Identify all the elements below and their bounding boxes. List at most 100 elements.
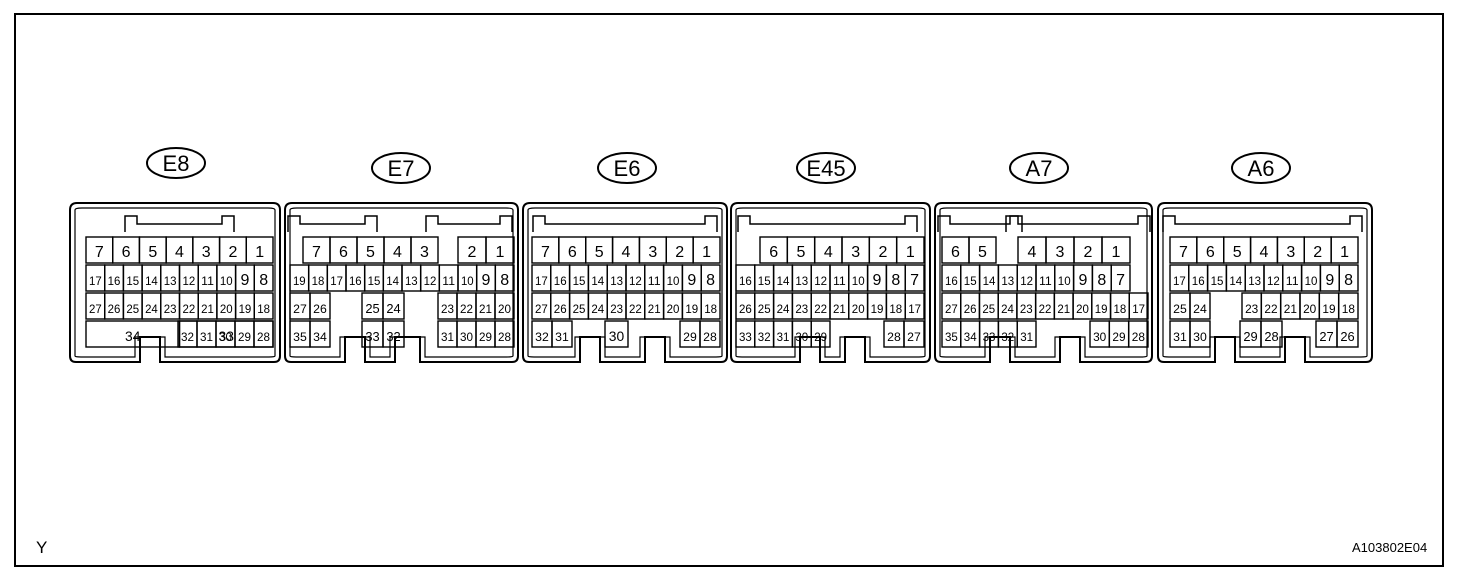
connector-label-ellipse — [371, 152, 431, 184]
pin-number: 22 — [182, 304, 195, 316]
pin-number: 26 — [108, 304, 121, 316]
pin-number: 24 — [591, 303, 604, 316]
pin-number: 29 — [479, 331, 492, 344]
pin-number: 26 — [1340, 329, 1354, 344]
pin-cell — [494, 264, 515, 292]
connector-housing — [284, 202, 519, 363]
pin-cell — [1260, 320, 1283, 348]
pin-number: 33 — [739, 331, 752, 344]
pin-number: 32 — [535, 330, 549, 344]
connector-latch — [124, 215, 235, 232]
pin-number: 20 — [852, 303, 865, 316]
pin-number: 17 — [908, 303, 921, 316]
pin-number: 27 — [907, 330, 921, 344]
pin-number: 12 — [1267, 275, 1280, 288]
pin-number: 2 — [1084, 244, 1093, 261]
pin-number: 6 — [339, 244, 348, 261]
pin-cell — [1128, 292, 1149, 320]
pin-cell — [1337, 292, 1359, 320]
pin-number: 15 — [758, 275, 771, 288]
pin-number: 8 — [891, 272, 900, 289]
pin-number: 5 — [366, 244, 375, 261]
pin-number: 29 — [814, 331, 827, 344]
connector-latch — [532, 215, 718, 232]
pin-number: 19 — [293, 276, 306, 288]
pin-number: 19 — [1095, 303, 1108, 316]
pin-number: 9 — [240, 272, 249, 289]
pin-number: 4 — [824, 244, 833, 261]
pin-number: 6 — [568, 244, 577, 261]
pin-number: 4 — [1260, 244, 1269, 261]
pin-cell — [1110, 264, 1131, 292]
pin-number: 9 — [1325, 272, 1334, 289]
pin-number: 7 — [312, 244, 321, 261]
connector-latch — [737, 215, 918, 232]
pin-number: 32 — [386, 329, 400, 344]
pin-number: 18 — [1114, 303, 1127, 316]
pin-number: 21 — [201, 304, 214, 316]
pin-number: 24 — [777, 303, 790, 316]
pin-number: 8 — [500, 272, 509, 289]
pin-number: 3 — [851, 244, 860, 261]
pin-number: 13 — [164, 276, 177, 288]
pin-number: 10 — [852, 275, 865, 288]
pin-number: 33 — [983, 331, 996, 344]
pin-number: 30 — [460, 331, 473, 344]
pin-number: 5 — [978, 244, 987, 261]
pin-number: 3 — [420, 244, 429, 261]
pin-number: 1 — [1340, 244, 1349, 261]
pin-number: 23 — [610, 303, 623, 316]
pin-number: 26 — [964, 303, 977, 316]
pin-number: 1 — [496, 244, 505, 261]
pin-number: 30 — [1193, 330, 1207, 344]
pin-number: 16 — [739, 275, 752, 288]
pin-number: 25 — [126, 304, 139, 316]
connector-housing-inner — [527, 207, 723, 358]
pin-number: 27 — [535, 303, 548, 316]
connector-label: A7 — [1026, 156, 1053, 181]
pin-number: 9 — [873, 272, 882, 289]
pin-number: 26 — [313, 302, 327, 316]
pin-number: 22 — [629, 303, 642, 316]
pin-number: 9 — [687, 272, 696, 289]
pin-cell — [1330, 236, 1359, 264]
pin-number: 16 — [1192, 275, 1205, 288]
connector-housing — [730, 202, 931, 363]
pin-number: 9 — [482, 272, 491, 289]
pin-number: 22 — [460, 303, 473, 316]
pin-number: 21 — [1057, 303, 1070, 316]
pin-number: 20 — [1303, 302, 1317, 316]
pin-number: 28 — [257, 331, 270, 344]
pin-number: 30 — [219, 331, 232, 344]
pin-number: 34 — [313, 330, 327, 344]
pin-number: 4 — [622, 244, 631, 261]
pin-number: 17 — [330, 276, 343, 288]
pin-number: 2 — [468, 244, 477, 261]
pin-number: 13 — [795, 275, 808, 288]
pin-number: 27 — [1319, 329, 1333, 344]
connector-latch — [1005, 215, 1151, 232]
pin-number: 12 — [629, 275, 642, 288]
pin-number: 4 — [1028, 244, 1037, 261]
corner-mark: Y — [36, 538, 48, 557]
pin-number: 3 — [1056, 244, 1065, 261]
pin-number: 20 — [667, 303, 680, 316]
connector-latch — [425, 215, 513, 232]
diagram-frame — [14, 13, 1444, 567]
pin-number: 12 — [182, 276, 195, 288]
pin-number: 13 — [405, 276, 418, 288]
pin-number: 13 — [610, 275, 623, 288]
pin-number: 15 — [126, 276, 139, 288]
pin-cell — [1127, 320, 1149, 348]
pin-number: 31 — [1173, 330, 1187, 344]
pin-number: 14 — [777, 275, 790, 288]
pin-number: 34 — [125, 328, 141, 344]
pin-number: 17 — [1173, 275, 1186, 288]
pin-number: 18 — [889, 303, 902, 316]
pin-number: 15 — [1211, 275, 1224, 288]
pin-number: 11 — [201, 276, 214, 288]
pin-cell — [245, 236, 274, 264]
pin-number: 16 — [108, 276, 121, 288]
pin-number: 25 — [758, 303, 771, 316]
pin-cell — [410, 236, 439, 264]
